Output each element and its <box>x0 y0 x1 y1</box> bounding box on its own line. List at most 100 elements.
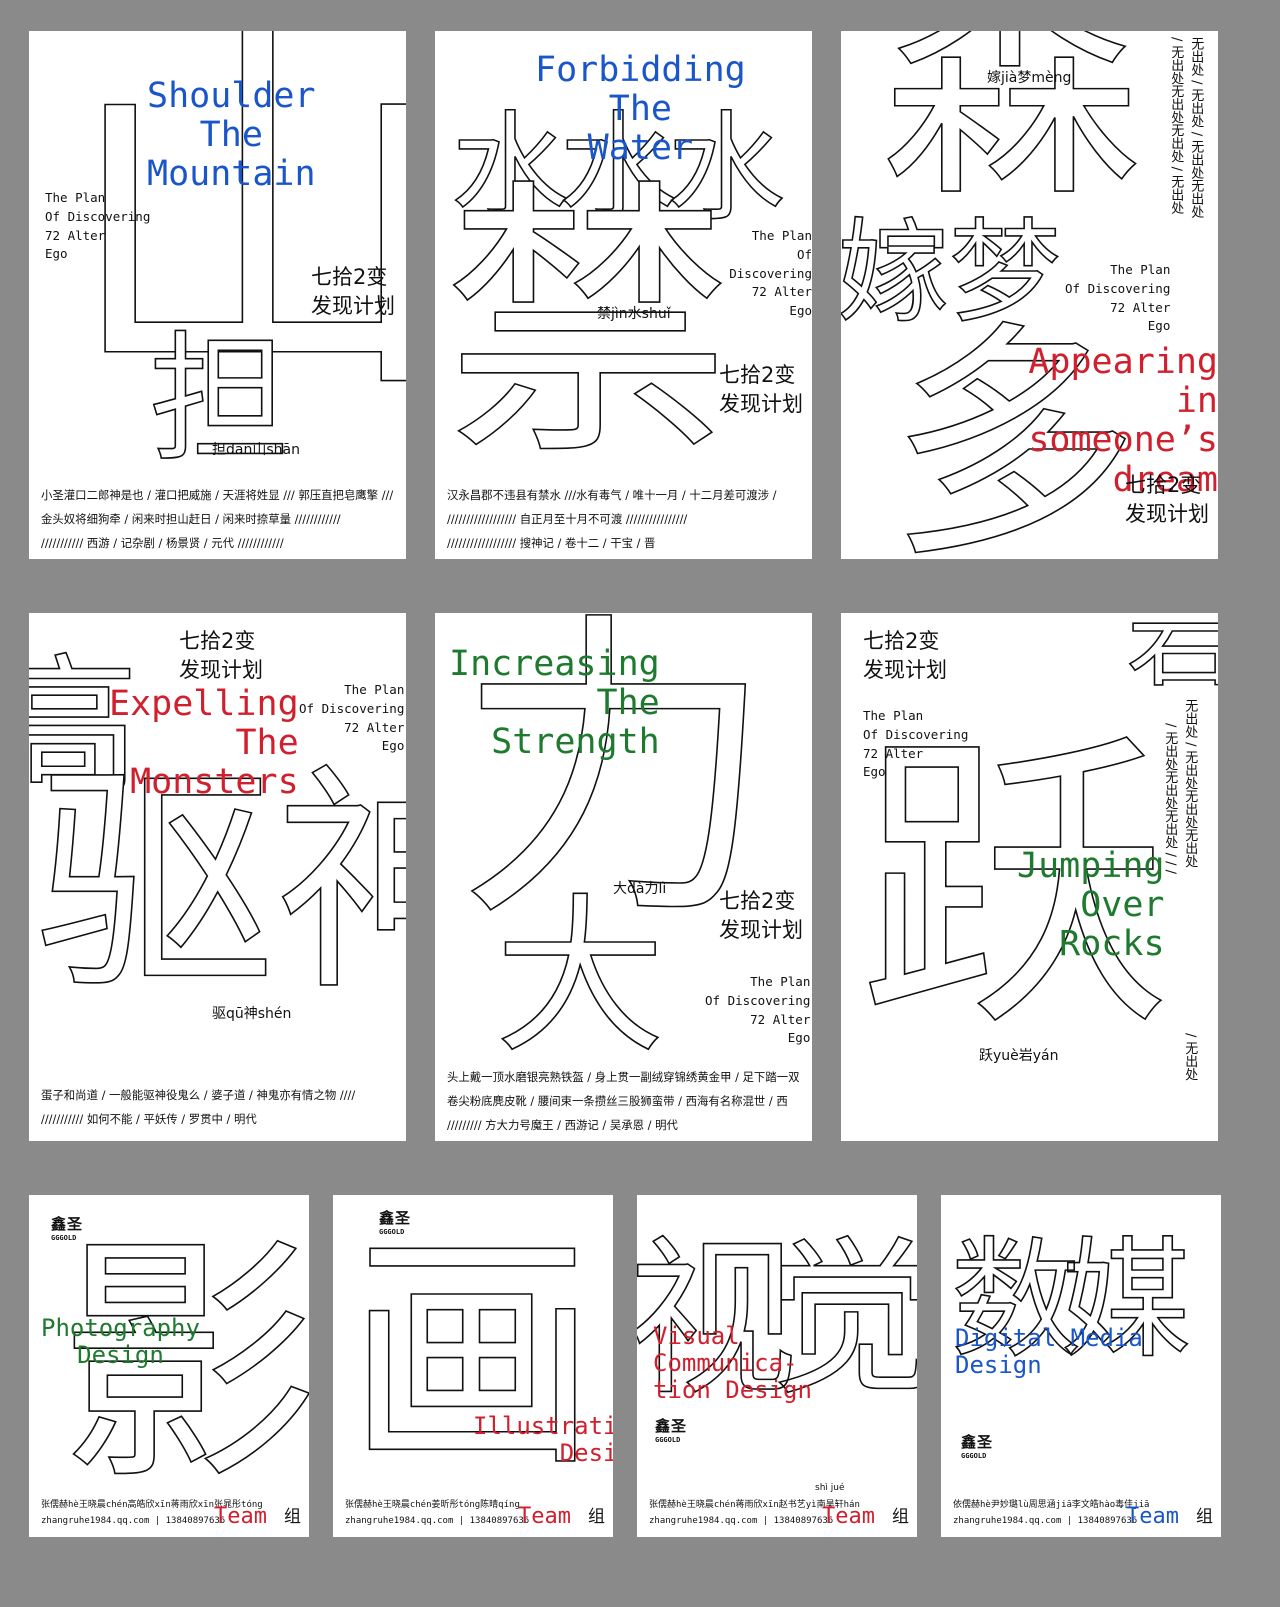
footer-text: 小圣灌口二郎神是也 / 灌口把威施 / 天涯将姓显 /// 郭压直把皂鹰擎 //… <box>41 483 398 555</box>
big-char-picture: 画 <box>346 1210 598 1501</box>
team-title-en: Illustration Design <box>473 1412 613 1467</box>
contact: zhangruhe1984.qq.com | 13840897636 <box>345 1515 530 1526</box>
team-label: Team <box>214 1504 267 1529</box>
footer-line: /////////// 如何不能 / 平妖传 / 罗贯中 / 明代 <box>41 1112 257 1126</box>
big-char-rock: 岩 <box>1126 613 1218 702</box>
poster-title-en: Shoulder The Mountain <box>147 76 316 195</box>
contact: zhangruhe1984.qq.com | 13840897636 <box>41 1515 226 1526</box>
poster-forbidding-the-water: 水水水 禁 Forbidding The Water The Plan Of D… <box>435 31 812 559</box>
logo: 鑫圣 GGGOLD <box>51 1213 111 1242</box>
footer-text: 蛋子和尚道 / 一般能驱神役鬼么 / 婆子道 / 神鬼亦有情之物 //// //… <box>41 1083 398 1131</box>
big-char-carry: 担 <box>148 319 290 482</box>
poster-shoulder-the-mountain: 山 担 Shoulder The Mountain The Plan Of Di… <box>29 31 406 559</box>
team-credit: 张儒赫hè王晓晨chén姜昕彤tóng陈晴qíng zhangruhe1984.… <box>345 1498 529 1529</box>
big-char-leap: 跃 <box>858 707 1170 1068</box>
vertical-text: 无出处 / 无出处 / 无出处无出处 <box>1188 37 1204 219</box>
footer-line: 金头奴将细狗牵 / 闲来时担山赶日 / 闲来时捺草量 //////////// <box>41 512 341 526</box>
logo-cn: 鑫圣 <box>379 1209 412 1227</box>
big-char-water-row: 水水水 <box>450 99 786 237</box>
logo-cn: 鑫圣 <box>655 1417 688 1435</box>
team-title-en: Visual Communica- tion Design <box>653 1322 812 1404</box>
team-zu: 组 <box>588 1507 605 1527</box>
team-zu: 组 <box>1196 1507 1213 1527</box>
poster-title-en: Increasing The Strength <box>449 644 660 763</box>
vertical-text: / 无出处无出处无出处 / 无出处 <box>1168 37 1184 215</box>
big-char-mountain: 山 <box>62 31 406 443</box>
logo-en: GGGOLD <box>961 1452 987 1460</box>
logo-en: GGGOLD <box>655 1436 681 1444</box>
pinyin-label: 驱qū神shén <box>212 1006 292 1022</box>
vertical-text: 无出处 / 无出处无出处无出处 <box>1182 699 1198 868</box>
footer-line: ////////////////// 搜神记 / 卷十二 / 干宝 / 晋 <box>447 536 656 550</box>
contact: zhangruhe1984.qq.com | 13840897636 <box>649 1515 834 1526</box>
team-members: 依儒赫hè尹妙璐lù周思涵jiā李文皓hào毒佳jiā <box>953 1500 1150 1511</box>
team-members: 张儒赫hè王晓晨chén姜昕彤tóng陈晴qíng <box>345 1500 520 1511</box>
big-char-expel-god: 驱神 <box>34 743 406 1023</box>
poster-title-en: Expelling The Monsters <box>109 684 299 803</box>
big-char-digital-media: 数媒 <box>950 1224 1192 1376</box>
footer-line: /////////// 西游 / 记杂剧 / 杨景贤 / 元代 ////////… <box>41 536 284 550</box>
series-subtitle-cn: 七拾2变 发现计划 <box>311 265 395 319</box>
team-credit: 张儒赫hè王晓晨chén蒋雨欣xīn赵书艺yì南昊轩hán zhangruhe1… <box>649 1498 860 1529</box>
team-members: 张儒赫hè王晓晨chén蒋雨欣xīn赵书艺yì南昊轩hán <box>649 1500 860 1511</box>
footer-line: ///////// 方大力号魔王 / 西游记 / 吴承恩 / 明代 <box>447 1118 678 1132</box>
team-title-en: Photography Design <box>41 1314 200 1369</box>
pinyin-label: 禁jìn水shuǐ <box>597 306 671 322</box>
big-char-marry-dream: 嫁梦 <box>841 208 1062 338</box>
footer-line: 小圣灌口二郎神是也 / 灌口把威施 / 天涯将姓显 /// 郭压直把皂鹰擎 //… <box>41 488 394 502</box>
big-char-visual: 视觉 <box>637 1221 917 1419</box>
series-subtitle-cn: 七拾2变 发现计划 <box>719 363 803 417</box>
series-subtitle-cn: 七拾2变 发现计划 <box>179 629 263 683</box>
team-poster-illustration: 鑫圣 GGGOLD 画 Illustration Design 张儒赫hè王晓晨… <box>333 1195 613 1537</box>
footer-text: 头上戴一顶水磨银亮熟铁盔 / 身上贯一副绒穿锦绣黄金甲 / 足下踏一双 卷尖粉底… <box>447 1065 804 1137</box>
series-subtitle-en: The Plan Of Discovering 72 Alter Ego <box>863 708 969 780</box>
team-credit: 张儒赫hè王晓晨chén高皓欣xīn蒋雨欣xīn张晁彤tóng zhangruh… <box>41 1498 263 1529</box>
pinyin-label: 担dān山shān <box>212 442 300 458</box>
poster-title-en: Appearing in someone’s dream <box>1028 342 1218 500</box>
contact: zhangruhe1984.qq.com | 13840897636 <box>953 1515 1138 1526</box>
series-subtitle-cn: 七拾2变 发现计划 <box>719 889 803 943</box>
poster-increasing-the-strength: 力 大 Increasing The Strength 大dà力lì 七拾2变 … <box>435 613 812 1141</box>
team-poster-digital-media: 数媒 Digital Media Design 鑫圣 GGGOLD 依儒赫hè尹… <box>941 1195 1221 1537</box>
footer-line: 卷尖粉底麂皮靴 / 腰间束一条攒丝三股狮蛮带 / 西海有名称混世 / 西 <box>447 1094 788 1108</box>
team-label: Team <box>518 1504 571 1529</box>
team-label: Team <box>1126 1504 1179 1529</box>
team-poster-photography: 鑫圣 GGGOLD 影 Photography Design 张儒赫hè王晓晨c… <box>29 1195 309 1537</box>
team-poster-visual-communication: 视觉 Visual Communica- tion Design 鑫圣 GGGO… <box>637 1195 917 1537</box>
vertical-text: / 无出处无出处无出处 / / / <box>1162 723 1178 875</box>
big-char-great: 大 <box>494 879 666 1077</box>
big-char-forest: 森 <box>880 31 1142 232</box>
team-zu: 组 <box>284 1507 301 1527</box>
big-char-many: 多 <box>888 300 1140 559</box>
team-title-en: Digital Media Design <box>955 1324 1143 1379</box>
series-subtitle-cn: 七拾2变 发现计划 <box>1125 473 1209 527</box>
footer-line: 蛋子和尚道 / 一般能驱神役鬼么 / 婆子道 / 神鬼亦有情之物 //// <box>41 1088 356 1102</box>
poster-jumping-over-rocks: 岩 跃 七拾2变 发现计划 The Plan Of Discovering 72… <box>841 613 1218 1141</box>
logo-cn: 鑫圣 <box>961 1433 994 1451</box>
pinyin-label: 大dà力lì <box>613 881 667 897</box>
poster-appearing-in-dream: 森 嫁梦 多 Appearing in someone’s dream The … <box>841 31 1218 559</box>
footer-line: ////////////////// 自正月至十月不可渡 ///////////… <box>447 512 688 526</box>
logo: 鑫圣 GGGOLD <box>379 1207 439 1236</box>
pinyin-label: 嫁jià梦mèng <box>987 70 1072 86</box>
footer-line: 头上戴一顶水磨银亮熟铁盔 / 身上贯一副绒穿锦绣黄金甲 / 足下踏一双 <box>447 1070 800 1084</box>
big-char-photo: 影 <box>58 1214 309 1516</box>
team-members: 张儒赫hè王晓晨chén高皓欣xīn蒋雨欣xīn张晁彤tóng <box>41 1500 263 1511</box>
poster-expelling-the-monsters: 高 驱神 Expelling The Monsters 七拾2变 发现计划 Th… <box>29 613 406 1141</box>
logo-cn: 鑫圣 <box>51 1215 84 1233</box>
team-credit: 依儒赫hè尹妙璐lù周思涵jiā李文皓hào毒佳jiā zhangruhe198… <box>953 1498 1149 1529</box>
team-label: Team <box>822 1504 875 1529</box>
team-zu: 组 <box>892 1507 909 1527</box>
poster-title-en: Jumping Over Rocks <box>1017 846 1165 965</box>
logo: 鑫圣 GGGOLD <box>961 1431 1021 1460</box>
pinyin-label: 跃yuè岩yán <box>979 1048 1059 1064</box>
series-subtitle-cn: 七拾2变 发现计划 <box>863 629 947 683</box>
footer-line: 汉永昌郡不违县有禁水 ///水有毒气 / 唯十一月 / 十二月差可渡涉 / <box>447 488 777 502</box>
poster-title-en: Forbidding The Water <box>535 50 746 169</box>
series-subtitle-en: The Plan Of Discovering 72 Alter Ego <box>705 974 811 1046</box>
big-char-high: 高 <box>29 641 140 815</box>
big-char-strength: 力 <box>454 613 776 959</box>
series-subtitle-en: The Plan Of Discovering 72 Alter Ego <box>299 682 405 754</box>
pinyin-label: shì jué <box>815 1483 845 1493</box>
vertical-text: / 无出处 <box>1182 1033 1198 1081</box>
